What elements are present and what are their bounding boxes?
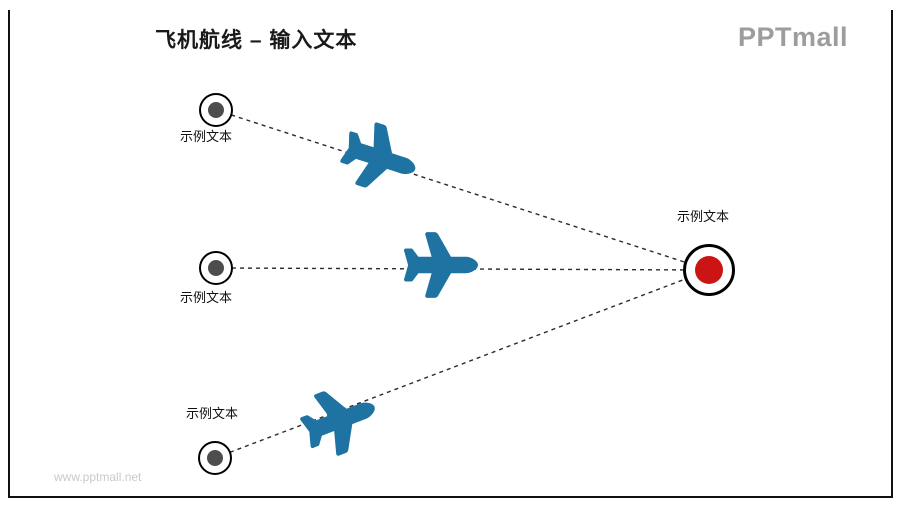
origin-node-1: [199, 93, 233, 127]
watermark-url: www.pptmall.net: [54, 470, 142, 484]
origin-node-3: [198, 441, 232, 475]
origin-node-2: [199, 251, 233, 285]
destination-node: [683, 244, 735, 296]
airplane-icon-middle-shape: [404, 232, 478, 298]
route-line-bottom: [214, 269, 710, 459]
origin-label-1: 示例文本: [180, 129, 233, 144]
airplane-icon-bottom-shape: [300, 391, 375, 456]
origin-label-3: 示例文本: [186, 406, 239, 421]
airplane-icon-bottom: [300, 391, 375, 456]
route-line-middle: [215, 267, 710, 271]
origin-dot-2-icon: [208, 260, 224, 276]
airplane-icon-top-shape: [340, 122, 416, 188]
airplane-icon-top: [340, 122, 416, 188]
origin-dot-3-icon: [207, 450, 223, 466]
origin-dot-1-icon: [208, 102, 224, 118]
route-line-top: [215, 109, 710, 271]
destination-label: 示例文本: [677, 209, 730, 224]
page-title: 飞机航线 – 输入文本: [155, 29, 358, 52]
airplane-icon-middle: [404, 232, 478, 298]
destination-dot-icon: [695, 256, 723, 284]
origin-label-2: 示例文本: [180, 290, 233, 305]
pptmall-logo: PPTmall: [737, 22, 848, 52]
